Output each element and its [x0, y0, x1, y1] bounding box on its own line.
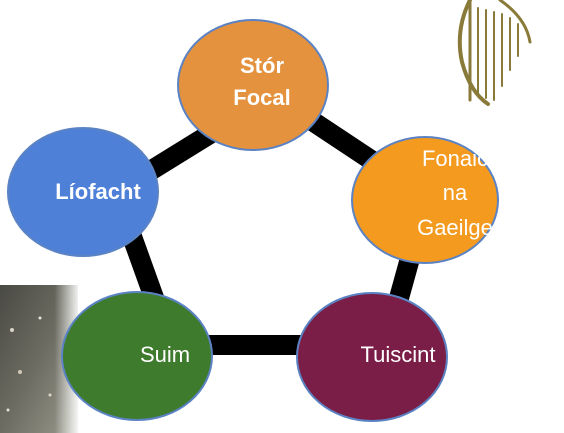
- node-label-fonaic-line2: na: [443, 180, 468, 205]
- node-label-fonaic-line3: Gaeilge: [417, 215, 493, 240]
- node-fonaic-na-gaeilge: [351, 136, 499, 264]
- node-label-tuiscint: Tuiscint: [361, 342, 436, 367]
- node-suim: [61, 291, 213, 421]
- node-label-suim: Suim: [140, 342, 190, 367]
- node-label-stor-focal-line1: Stór: [240, 53, 284, 78]
- harp-emblem: [457, 0, 532, 106]
- node-stor-focal: [177, 19, 329, 151]
- node-label-stor-focal-line2: Focal: [233, 85, 290, 110]
- node-tuiscint: [296, 292, 448, 422]
- node-label-liofacht: Líofacht: [55, 179, 141, 204]
- node-label-fonaic-line1: Fonaic: [422, 146, 488, 171]
- node-liofacht: [7, 127, 159, 257]
